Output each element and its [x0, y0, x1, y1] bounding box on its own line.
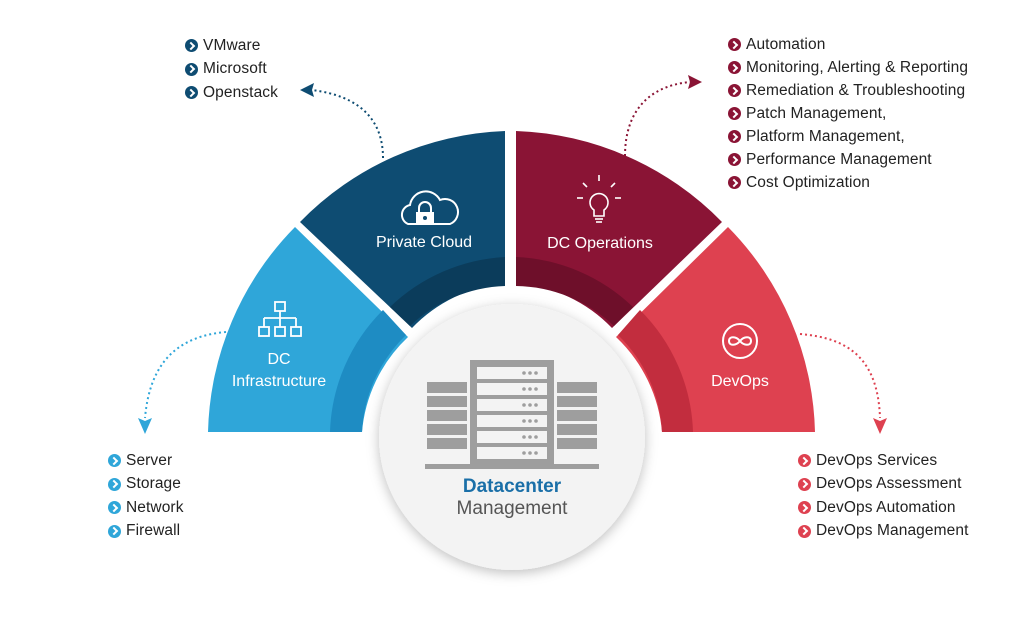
segment-dc-infrastructure[interactable]	[208, 227, 408, 432]
center-subtitle: Management	[457, 498, 569, 519]
list-item: Storage	[108, 473, 184, 497]
list-item: Firewall	[108, 520, 184, 544]
list-item-label: Remediation & Troubleshooting	[746, 81, 966, 99]
chevron-right-icon	[108, 477, 121, 491]
list-item-label: Network	[126, 498, 184, 516]
chevron-right-icon	[728, 153, 741, 166]
dc-infrastructure-label-line1: DC	[267, 351, 290, 368]
devops-label: DevOps	[711, 373, 769, 390]
devops-list: DevOps Services DevOps Assessment DevOps…	[798, 449, 968, 543]
segment-devops[interactable]	[616, 227, 815, 432]
list-item-label: Microsoft	[203, 60, 267, 78]
chevron-right-icon	[798, 501, 811, 515]
list-item-label: Automation	[746, 35, 826, 53]
chevron-right-icon	[798, 524, 811, 538]
list-item: Server	[108, 449, 184, 473]
chevron-right-icon	[108, 454, 121, 468]
list-item-label: DevOps Automation	[816, 498, 956, 516]
infinity-icon	[722, 323, 758, 359]
list-item-label: Openstack	[203, 83, 278, 101]
chevron-right-icon	[728, 38, 741, 51]
list-item: Monitoring, Alerting & Reporting	[728, 56, 968, 79]
list-item-label: DevOps Services	[816, 451, 938, 469]
network-hierarchy-icon	[258, 301, 302, 337]
dc-operations-list: Automation Monitoring, Alerting & Report…	[728, 33, 968, 194]
list-item: Network	[108, 496, 184, 520]
connector-dc-operations	[624, 75, 702, 157]
server-rack-icon	[425, 360, 599, 469]
chevron-right-icon	[728, 176, 741, 189]
list-item: DevOps Assessment	[798, 473, 968, 497]
chevron-right-icon	[728, 107, 741, 120]
list-item: Cost Optimization	[728, 171, 968, 194]
list-item: Performance Management	[728, 148, 968, 171]
list-item: Remediation & Troubleshooting	[728, 79, 968, 102]
segment-dc-operations[interactable]	[516, 131, 722, 328]
chevron-right-icon	[798, 454, 811, 468]
list-item-label: DevOps Assessment	[816, 475, 962, 493]
cloud-lock-icon	[400, 190, 459, 225]
private-cloud-list: VMware Microsoft Openstack	[185, 34, 278, 105]
list-item: Platform Management,	[728, 125, 968, 148]
list-item-label: Cost Optimization	[746, 173, 871, 191]
lightbulb-icon	[577, 175, 621, 223]
segment-private-cloud[interactable]	[300, 131, 505, 328]
list-item: Automation	[728, 33, 968, 56]
dc-operations-label: DC Operations	[547, 235, 653, 252]
connector-private-cloud	[300, 83, 384, 159]
chevron-right-icon	[728, 84, 741, 97]
list-item-label: Firewall	[126, 522, 181, 540]
list-item: VMware	[185, 34, 278, 58]
list-item: Microsoft	[185, 58, 278, 82]
dc-infrastructure-list: Server Storage Network Firewall	[108, 449, 184, 543]
list-item-label: DevOps Management	[816, 522, 969, 540]
list-item-label: Performance Management	[746, 150, 932, 168]
center-title: Datacenter	[463, 476, 562, 497]
connector-dc-infrastructure	[138, 331, 227, 434]
list-item: Openstack	[185, 81, 278, 105]
chevron-right-icon	[108, 524, 121, 538]
list-item: Patch Management,	[728, 102, 968, 125]
list-item: DevOps Automation	[798, 496, 968, 520]
list-item: DevOps Services	[798, 449, 968, 473]
list-item-label: Monitoring, Alerting & Reporting	[746, 58, 969, 76]
dc-infrastructure-label-line2: Infrastructure	[232, 373, 326, 390]
center-hub: Datacenter Management	[379, 304, 645, 570]
chevron-right-icon	[798, 477, 811, 491]
chevron-right-icon	[728, 130, 741, 143]
list-item-label: Server	[126, 451, 173, 469]
list-item-label: VMware	[203, 36, 261, 54]
chevron-right-icon	[185, 62, 198, 76]
list-item-label: Platform Management,	[746, 127, 905, 145]
chevron-right-icon	[185, 39, 198, 53]
connector-devops	[799, 333, 887, 434]
list-item-label: Patch Management,	[746, 104, 887, 122]
chevron-right-icon	[185, 86, 198, 100]
chevron-right-icon	[108, 501, 121, 515]
list-item: DevOps Management	[798, 520, 968, 544]
private-cloud-label: Private Cloud	[376, 234, 472, 251]
list-item-label: Storage	[126, 475, 181, 493]
chevron-right-icon	[728, 61, 741, 74]
